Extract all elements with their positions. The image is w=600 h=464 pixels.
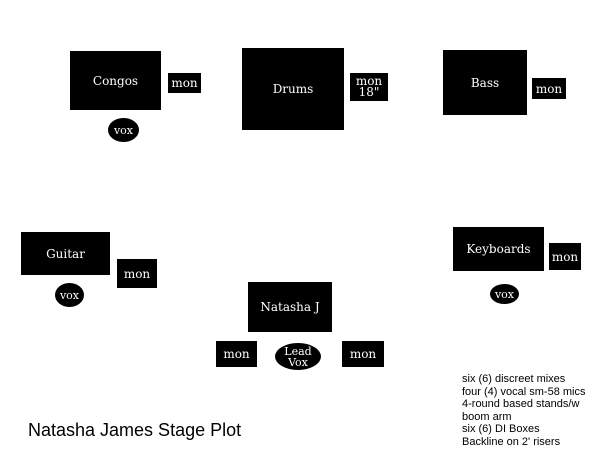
keyboards-vox-label: vox <box>494 287 515 301</box>
lead-singer-position: Natasha J <box>248 282 332 332</box>
note-line: four (4) vocal sm-58 mics <box>462 385 586 398</box>
lead-left-monitor-label: mon <box>223 347 250 361</box>
keyboards-vox-mic: vox <box>490 284 519 304</box>
congos-monitor: mon <box>168 73 201 93</box>
note-line: six (6) discreet mixes <box>462 373 566 385</box>
lead-right-monitor: mon <box>342 341 384 367</box>
note-line: Backline on 2' risers <box>462 435 561 448</box>
lead-singer-label: Natasha J <box>260 300 320 314</box>
congos-vox-label: vox <box>113 123 134 137</box>
guitar-label: Guitar <box>46 246 85 261</box>
congos-monitor-label: mon <box>171 76 198 90</box>
congos-label: Congos <box>92 73 139 88</box>
guitar-monitor-label: mon <box>123 266 151 281</box>
keyboards-label: Keyboards <box>466 242 531 256</box>
lead-left-monitor: mon <box>216 341 257 367</box>
drums-label: Drums <box>272 82 314 96</box>
requirements-notes: six (6) discreet mixes four (4) vocal sm… <box>462 373 585 448</box>
bass-monitor: mon <box>532 78 566 99</box>
drums-monitor-label: mon <box>355 74 383 88</box>
keyboards-riser: Keyboards <box>453 227 544 271</box>
guitar-vox-mic: vox <box>55 283 84 307</box>
lead-vox-label-line2: Vox <box>288 355 308 369</box>
bass-label: Bass <box>470 75 500 90</box>
drums-monitor: mon 18" <box>350 73 388 101</box>
guitar-monitor: mon <box>117 259 157 288</box>
note-line: boom arm <box>462 410 512 423</box>
drums-monitor-size: 18" <box>358 85 380 99</box>
lead-right-monitor-label: mon <box>349 347 377 361</box>
lead-vox-mic: Lead Vox <box>275 343 321 370</box>
guitar-vox-label: vox <box>59 288 80 302</box>
congos-vox-mic: vox <box>108 118 139 142</box>
note-line: six (6) DI Boxes <box>462 423 540 435</box>
keyboards-monitor: mon <box>549 243 581 270</box>
note-line: 4-round based stands/w <box>462 398 580 410</box>
drums-riser: Drums <box>242 48 344 130</box>
stage-plot-title: Natasha James Stage Plot <box>28 420 242 440</box>
keyboards-monitor-label: mon <box>551 249 579 264</box>
lead-vox-label-line1: Lead <box>284 344 312 358</box>
guitar-riser: Guitar <box>21 232 110 275</box>
congos-riser: Congos <box>70 51 161 110</box>
bass-monitor-label: mon <box>535 81 563 96</box>
bass-riser: Bass <box>443 50 527 115</box>
